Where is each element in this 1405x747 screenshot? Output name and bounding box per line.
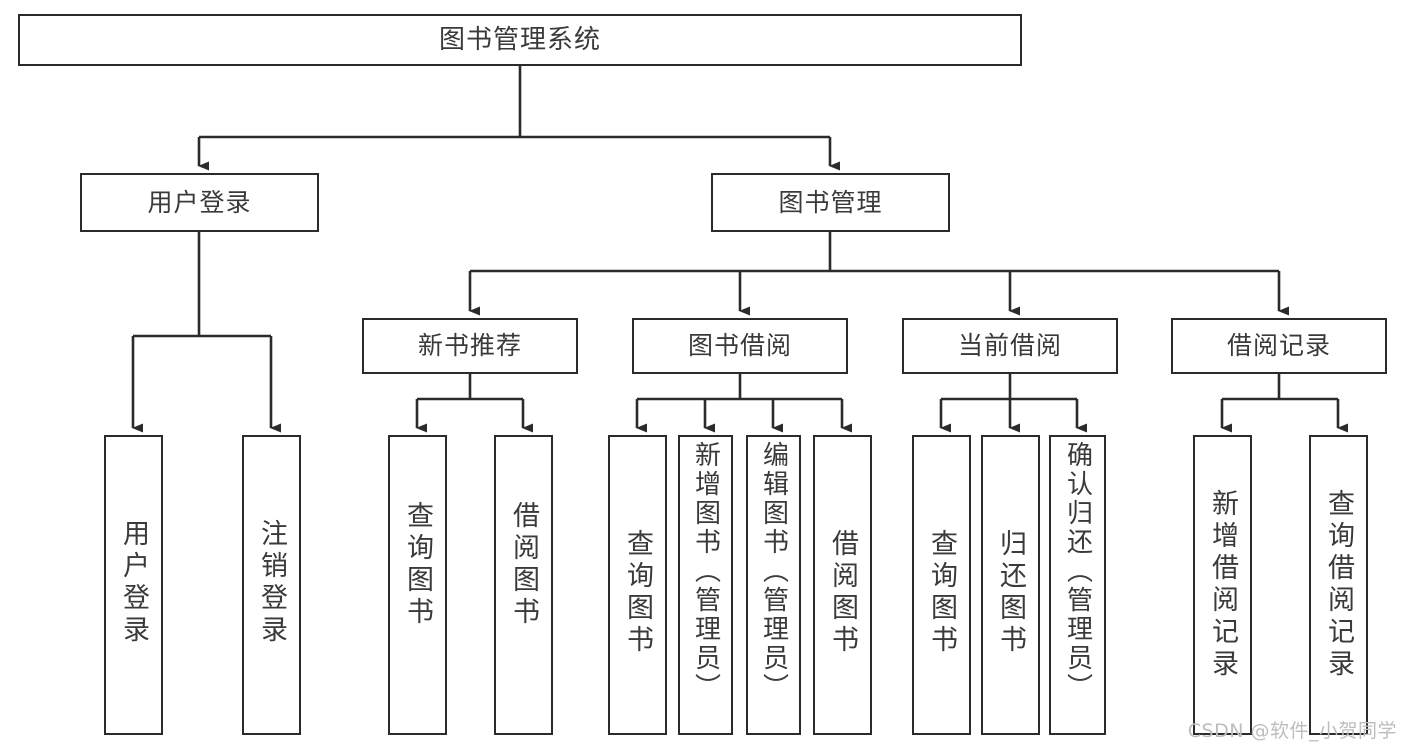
node-leaf-edit-book-label: 编辑图书（管理员） [758,441,789,702]
node-leaf-user-login-label: 用户登录 [118,519,149,647]
node-leaf-borrow-book-1-label: 借阅图书 [508,501,539,629]
node-leaf-return-book[interactable]: 归还图书 [981,435,1040,735]
node-leaf-borrow-book-1[interactable]: 借阅图书 [494,435,553,735]
node-leaf-borrow-book-2[interactable]: 借阅图书 [813,435,872,735]
node-current-borrow[interactable]: 当前借阅 [902,318,1118,374]
node-leaf-return-book-label: 归还图书 [995,529,1026,657]
node-leaf-query-record-label: 查询借阅记录 [1323,489,1354,681]
node-borrow-record[interactable]: 借阅记录 [1171,318,1387,374]
node-current-borrow-label: 当前借阅 [957,331,1062,361]
node-new-book-rec[interactable]: 新书推荐 [362,318,578,374]
node-user-login[interactable]: 用户登录 [80,173,319,232]
node-root-label: 图书管理系统 [438,24,601,55]
node-leaf-query-book-3[interactable]: 查询图书 [912,435,971,735]
node-book-borrow-label: 图书借阅 [687,331,792,361]
node-leaf-query-book-1[interactable]: 查询图书 [388,435,447,735]
node-book-admin-label: 图书管理 [778,187,883,217]
node-leaf-add-record[interactable]: 新增借阅记录 [1193,435,1252,735]
node-leaf-query-book-2-label: 查询图书 [622,529,653,657]
node-book-borrow[interactable]: 图书借阅 [632,318,848,374]
node-leaf-borrow-book-2-label: 借阅图书 [827,529,858,657]
watermark-text: CSDN @软件_小贺同学 [1187,720,1397,742]
node-leaf-add-record-label: 新增借阅记录 [1207,489,1238,681]
node-leaf-confirm-return[interactable]: 确认归还（管理员） [1049,435,1106,735]
node-leaf-add-book-label: 新增图书（管理员） [690,441,721,702]
node-leaf-add-book[interactable]: 新增图书（管理员） [678,435,733,735]
node-leaf-confirm-return-label: 确认归还（管理员） [1062,441,1093,702]
node-leaf-query-book-1-label: 查询图书 [402,501,433,629]
node-book-admin[interactable]: 图书管理 [711,173,950,232]
node-leaf-edit-book[interactable]: 编辑图书（管理员） [746,435,801,735]
node-leaf-query-book-3-label: 查询图书 [926,529,957,657]
node-leaf-logout[interactable]: 注销登录 [242,435,301,735]
node-leaf-user-login[interactable]: 用户登录 [104,435,163,735]
node-leaf-logout-label: 注销登录 [256,519,287,647]
node-leaf-query-record[interactable]: 查询借阅记录 [1309,435,1368,735]
node-root[interactable]: 图书管理系统 [18,14,1022,66]
node-new-book-rec-label: 新书推荐 [417,331,522,361]
node-borrow-record-label: 借阅记录 [1226,331,1331,361]
node-leaf-query-book-2[interactable]: 查询图书 [608,435,667,735]
node-user-login-label: 用户登录 [147,187,252,217]
